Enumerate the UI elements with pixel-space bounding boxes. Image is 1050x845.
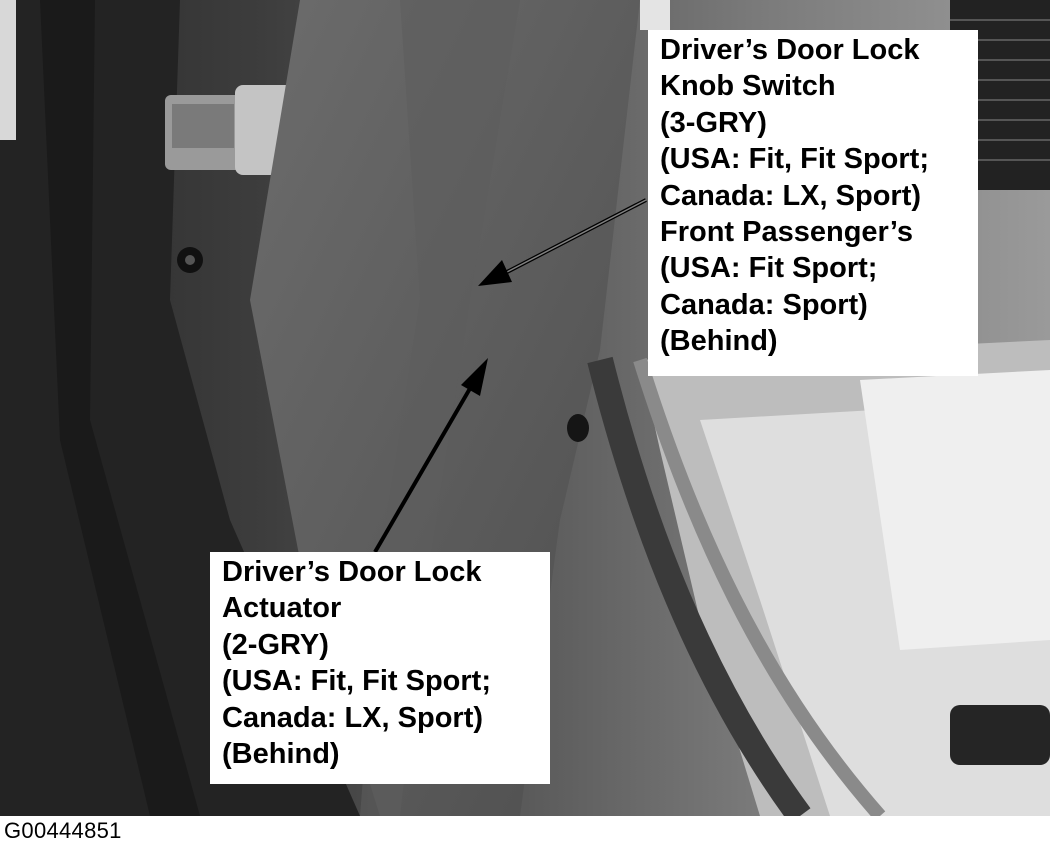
knob-switch-line: Knob Switch — [660, 70, 836, 103]
knob-switch-line: (USA: Fit, Fit Sport; — [660, 143, 930, 176]
knob-switch-line: (3-GRY) — [660, 106, 767, 139]
actuator-line: Driver’s Door Lock — [222, 556, 482, 588]
actuator-callout: Driver’s Door Lock Actuator (2-GRY) (USA… — [210, 552, 550, 784]
arrow-knob-switch — [478, 198, 647, 286]
actuator-line: Canada: LX, Sport) — [222, 701, 484, 734]
actuator-line: (USA: Fit, Fit Sport; — [222, 665, 492, 698]
actuator-line: (Behind) — [222, 738, 340, 771]
knob-switch-line: (USA: Fit Sport; — [660, 252, 878, 285]
knob-switch-line: Canada: LX, Sport) — [660, 179, 922, 212]
knob-switch-line: (Behind) — [660, 325, 778, 358]
image-code: G00444851 — [4, 818, 122, 843]
leader-arrows — [373, 198, 647, 554]
knob-switch-line: Front Passenger’s — [660, 216, 914, 249]
knob-switch-line: Canada: Sport) — [660, 288, 868, 321]
arrow-actuator — [373, 358, 488, 554]
actuator-line: (2-GRY) — [222, 628, 329, 661]
knob-switch-callout: Driver’s Door Lock Knob Switch (3-GRY) (… — [648, 30, 978, 376]
knob-switch-line: Driver’s Door Lock — [660, 34, 920, 66]
actuator-line: Actuator — [222, 592, 342, 625]
